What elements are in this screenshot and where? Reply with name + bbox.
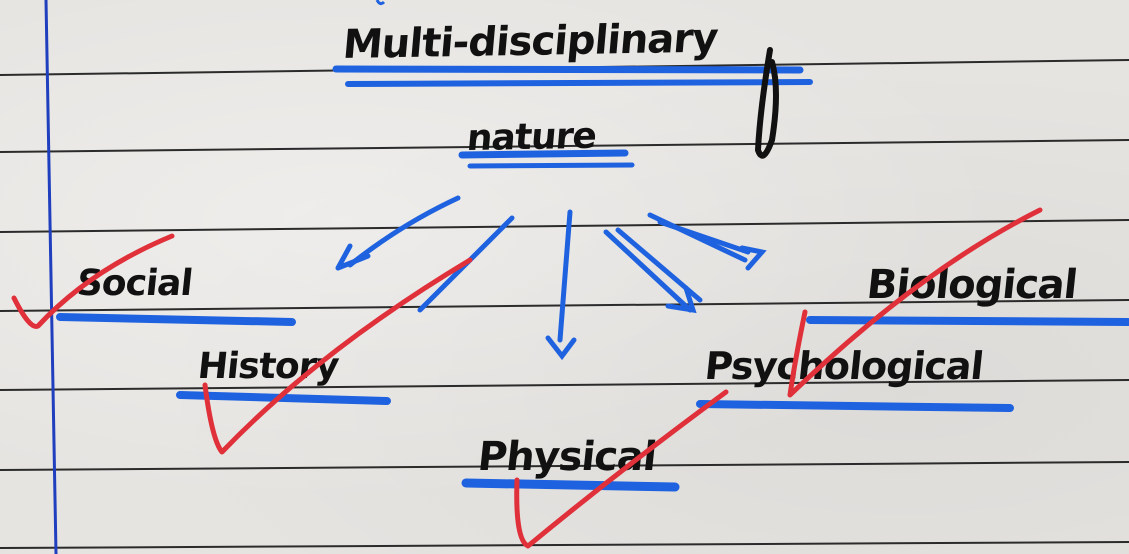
physical-underline — [461, 478, 680, 492]
tick-physical — [514, 389, 729, 549]
arrow-to-bio-head — [739, 245, 767, 271]
tick-history — [202, 257, 473, 455]
ruled-line — [0, 541, 1129, 549]
nature-underline-2 — [467, 162, 635, 169]
history-underline — [176, 391, 391, 405]
tick-psychological — [787, 207, 1043, 398]
title-underline-2 — [345, 79, 813, 87]
ruled-line — [0, 219, 1129, 233]
arrow-to-psych-head — [665, 285, 697, 314]
ruled-line — [0, 379, 1129, 391]
title-descender-stroke — [754, 47, 779, 159]
margin-line — [44, 0, 58, 554]
nature-underline-1 — [458, 149, 629, 159]
arrow-to-physical-head — [545, 335, 577, 361]
social-underline — [56, 313, 296, 326]
arrow-to-psych — [603, 229, 693, 313]
highlight-underlines — [56, 65, 1129, 492]
bio-underline — [806, 316, 1129, 326]
title-underline-1 — [332, 65, 804, 74]
ruled-lines — [0, 59, 1129, 549]
ruled-line — [0, 139, 1129, 153]
arrow-to-social-head — [335, 243, 371, 271]
top-ink-mark — [375, 0, 386, 6]
ruled-line — [0, 461, 1129, 471]
arrow-to-bio-b — [657, 219, 751, 255]
tick-social — [11, 233, 175, 329]
psych-underline — [696, 400, 1014, 412]
arrow-to-physical — [557, 209, 573, 343]
